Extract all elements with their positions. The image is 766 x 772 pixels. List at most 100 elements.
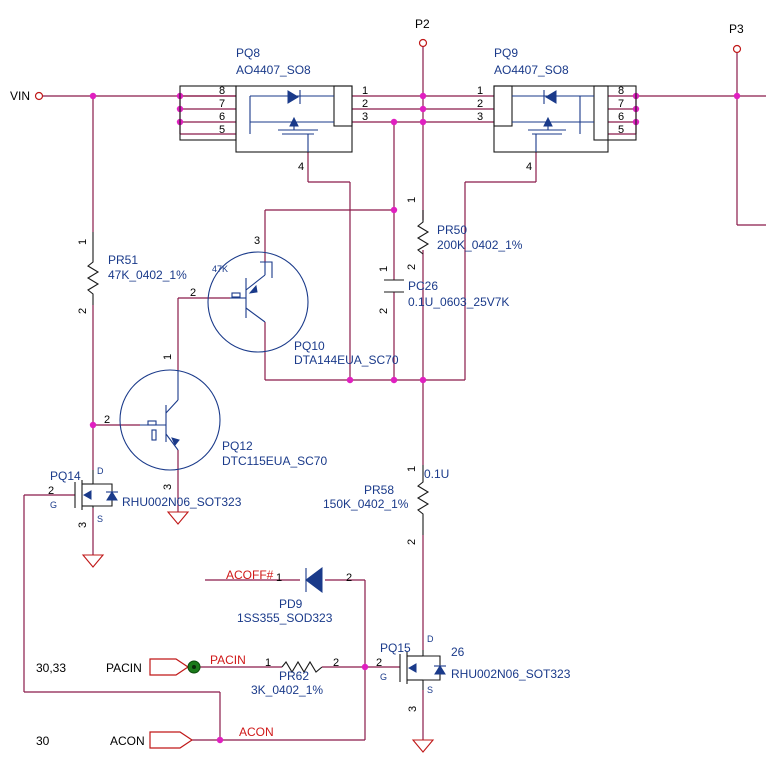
svg-text:DTA144EUA_SC70: DTA144EUA_SC70	[294, 353, 399, 367]
svg-text:PR51: PR51	[108, 253, 138, 267]
svg-text:47K_0402_1%: 47K_0402_1%	[108, 268, 187, 282]
svg-text:PQ14: PQ14	[50, 469, 81, 483]
svg-text:6: 6	[618, 111, 624, 123]
ref-acon: 30	[36, 734, 50, 748]
svg-text:150K_0402_1%: 150K_0402_1%	[323, 497, 409, 511]
svg-text:PQ12: PQ12	[222, 439, 253, 453]
svg-text:200K_0402_1%: 200K_0402_1%	[437, 238, 523, 252]
svg-text:2: 2	[48, 485, 54, 497]
svg-text:PR58: PR58	[364, 483, 394, 497]
net-vin: VIN	[10, 89, 44, 103]
svg-text:3: 3	[477, 111, 483, 123]
net-acon: ACON	[239, 725, 274, 739]
svg-text:AO4407_SO8: AO4407_SO8	[494, 63, 569, 77]
svg-text:2: 2	[376, 657, 382, 669]
svg-text:S: S	[427, 685, 433, 695]
svg-text:6: 6	[219, 111, 225, 123]
svg-text:3: 3	[407, 706, 419, 712]
svg-text:2: 2	[406, 539, 418, 545]
svg-text:3: 3	[362, 111, 368, 123]
svg-text:3K_0402_1%: 3K_0402_1%	[251, 683, 323, 697]
svg-text:1: 1	[477, 85, 483, 97]
svg-text:2: 2	[477, 98, 483, 110]
svg-text:PQ10: PQ10	[294, 339, 325, 353]
wires	[23, 46, 766, 741]
svg-text:7: 7	[219, 98, 225, 110]
svg-text:PD9: PD9	[279, 597, 303, 611]
svg-text:PACIN: PACIN	[106, 661, 142, 675]
svg-text:0.1U: 0.1U	[424, 467, 449, 481]
svg-text:3: 3	[77, 522, 89, 528]
pr51-resistor: 1 2 PR51 47K_0402_1%	[77, 232, 187, 314]
net-acoff: ACOFF#	[226, 568, 274, 582]
svg-text:PQ15: PQ15	[380, 641, 411, 655]
ground-symbol	[81, 554, 105, 568]
junctions	[89, 92, 741, 744]
pr58-resistor: 1 2 0.1U PR58 150K_0402_1%	[323, 465, 449, 545]
pc26-capacitor: 1 2 PC26 0.1U_0603_25V7K	[378, 266, 509, 314]
pq14-mosfet: PQ14 RHU002N06_SOT323 2 G D S 3	[48, 466, 242, 528]
svg-text:G: G	[380, 672, 387, 682]
svg-text:26: 26	[451, 645, 465, 659]
pq9-mosfet: PQ9 AO4407_SO8 1 2 3 8 7 6 5 4	[477, 46, 637, 173]
svg-text:2: 2	[378, 308, 390, 314]
svg-text:8: 8	[219, 85, 225, 97]
svg-text:4: 4	[298, 161, 304, 173]
pq10-transistor: 47K 3 2 PQ10 DTA144EUA_SC70	[190, 235, 399, 367]
svg-text:RHU002N06_SOT323: RHU002N06_SOT323	[451, 667, 571, 681]
svg-text:1: 1	[276, 572, 282, 584]
svg-text:DTC115EUA_SC70: DTC115EUA_SC70	[222, 454, 327, 468]
svg-text:PQ9: PQ9	[494, 46, 518, 60]
svg-text:P2: P2	[415, 17, 430, 31]
svg-text:3: 3	[162, 484, 174, 490]
net-p3: P3	[729, 22, 744, 54]
pq8-mosfet: PQ8 AO4407_SO8 8 7 6 5 1 2 3 4	[179, 46, 368, 173]
svg-text:3: 3	[254, 235, 260, 247]
svg-text:2: 2	[333, 657, 339, 669]
svg-text:2: 2	[190, 287, 196, 299]
svg-text:0.1U_0603_25V7K: 0.1U_0603_25V7K	[408, 295, 509, 309]
svg-text:PR62: PR62	[279, 669, 309, 683]
svg-text:8: 8	[618, 85, 624, 97]
svg-text:2: 2	[77, 308, 89, 314]
svg-text:1: 1	[265, 657, 271, 669]
svg-text:PR50: PR50	[437, 223, 467, 237]
svg-text:RHU002N06_SOT323: RHU002N06_SOT323	[122, 495, 242, 509]
svg-text:2: 2	[406, 264, 418, 270]
svg-text:1: 1	[77, 239, 89, 245]
svg-text:1: 1	[362, 85, 368, 97]
pq12-transistor: 1 2 3 PQ12 DTC115EUA_SC70	[104, 354, 327, 490]
svg-text:D: D	[427, 634, 434, 644]
svg-text:P3: P3	[729, 22, 744, 36]
svg-text:1: 1	[378, 266, 390, 272]
svg-text:7: 7	[618, 98, 624, 110]
svg-text:1: 1	[406, 466, 418, 472]
svg-text:ACON: ACON	[110, 734, 145, 748]
svg-text:5: 5	[618, 124, 624, 136]
svg-text:4: 4	[526, 161, 532, 173]
net-pacin: PACIN	[210, 653, 246, 667]
svg-text:AO4407_SO8: AO4407_SO8	[236, 63, 311, 77]
port-pacin[interactable]: PACIN	[106, 658, 201, 676]
svg-text:PQ8: PQ8	[236, 46, 260, 60]
net-p2: P2	[415, 17, 430, 48]
svg-text:G: G	[50, 500, 57, 510]
svg-text:47K: 47K	[212, 264, 228, 274]
pd9-diode: 1 2 PD9 1SS355_SOD323	[237, 567, 352, 625]
pq15-mosfet: PQ15 26 RHU002N06_SOT323 2 G D S 3	[376, 634, 571, 712]
svg-text:1SS355_SOD323: 1SS355_SOD323	[237, 611, 333, 625]
svg-text:5: 5	[219, 124, 225, 136]
svg-text:D: D	[97, 466, 104, 476]
svg-text:1: 1	[406, 197, 418, 203]
svg-text:2: 2	[362, 98, 368, 110]
svg-text:S: S	[97, 514, 103, 524]
pr62-resistor: 1 2 PR62 3K_0402_1%	[251, 657, 339, 697]
svg-text:1: 1	[162, 354, 174, 360]
svg-text:PC26: PC26	[408, 279, 438, 293]
ref-pacin: 30,33	[36, 661, 66, 675]
port-acon[interactable]: ACON	[110, 731, 194, 749]
svg-text:VIN: VIN	[10, 89, 30, 103]
svg-text:2: 2	[104, 414, 110, 426]
ground-symbol	[166, 511, 190, 525]
